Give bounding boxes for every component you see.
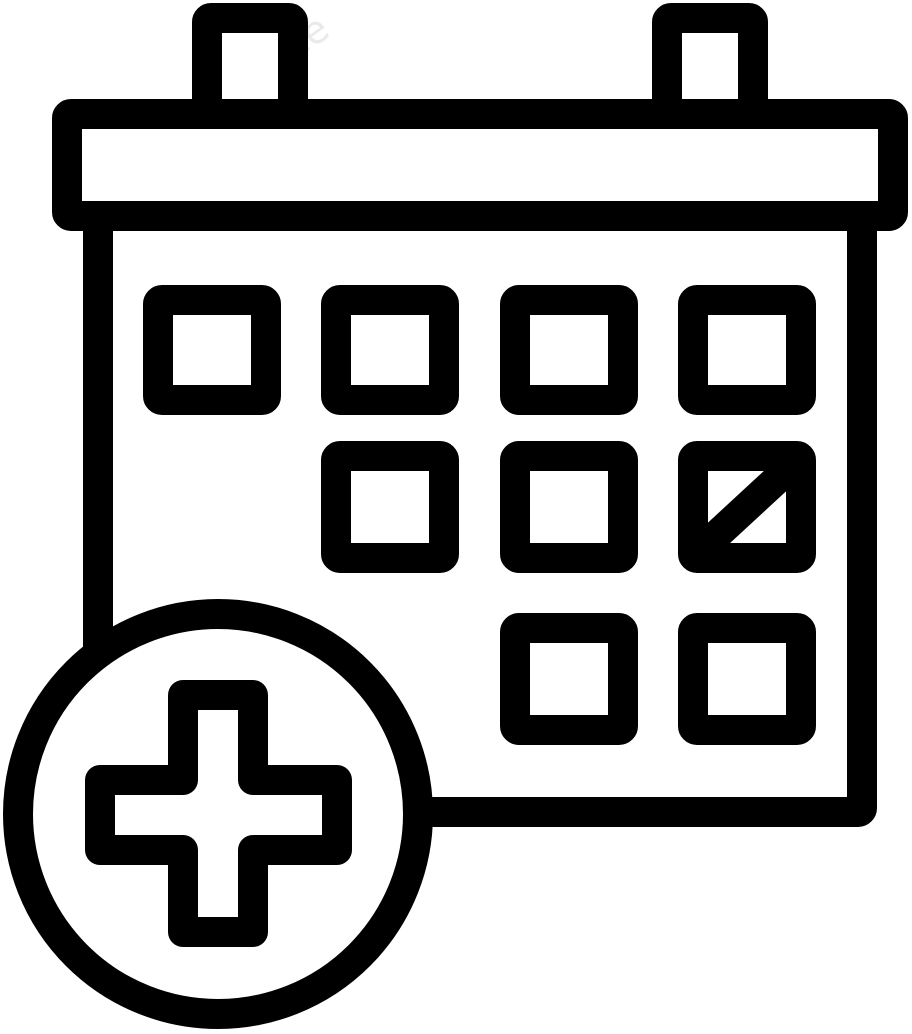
calendar-header-bar [52,99,908,231]
day-cell [500,441,638,573]
plus-icon [85,680,352,947]
day-cell [678,613,816,745]
day-cell [321,441,459,573]
day-cell [321,285,459,415]
day-cell [678,285,816,415]
day-cell [500,613,638,745]
day-cell [143,285,281,415]
day-cell [500,285,638,415]
day-mark-slash [693,456,801,558]
